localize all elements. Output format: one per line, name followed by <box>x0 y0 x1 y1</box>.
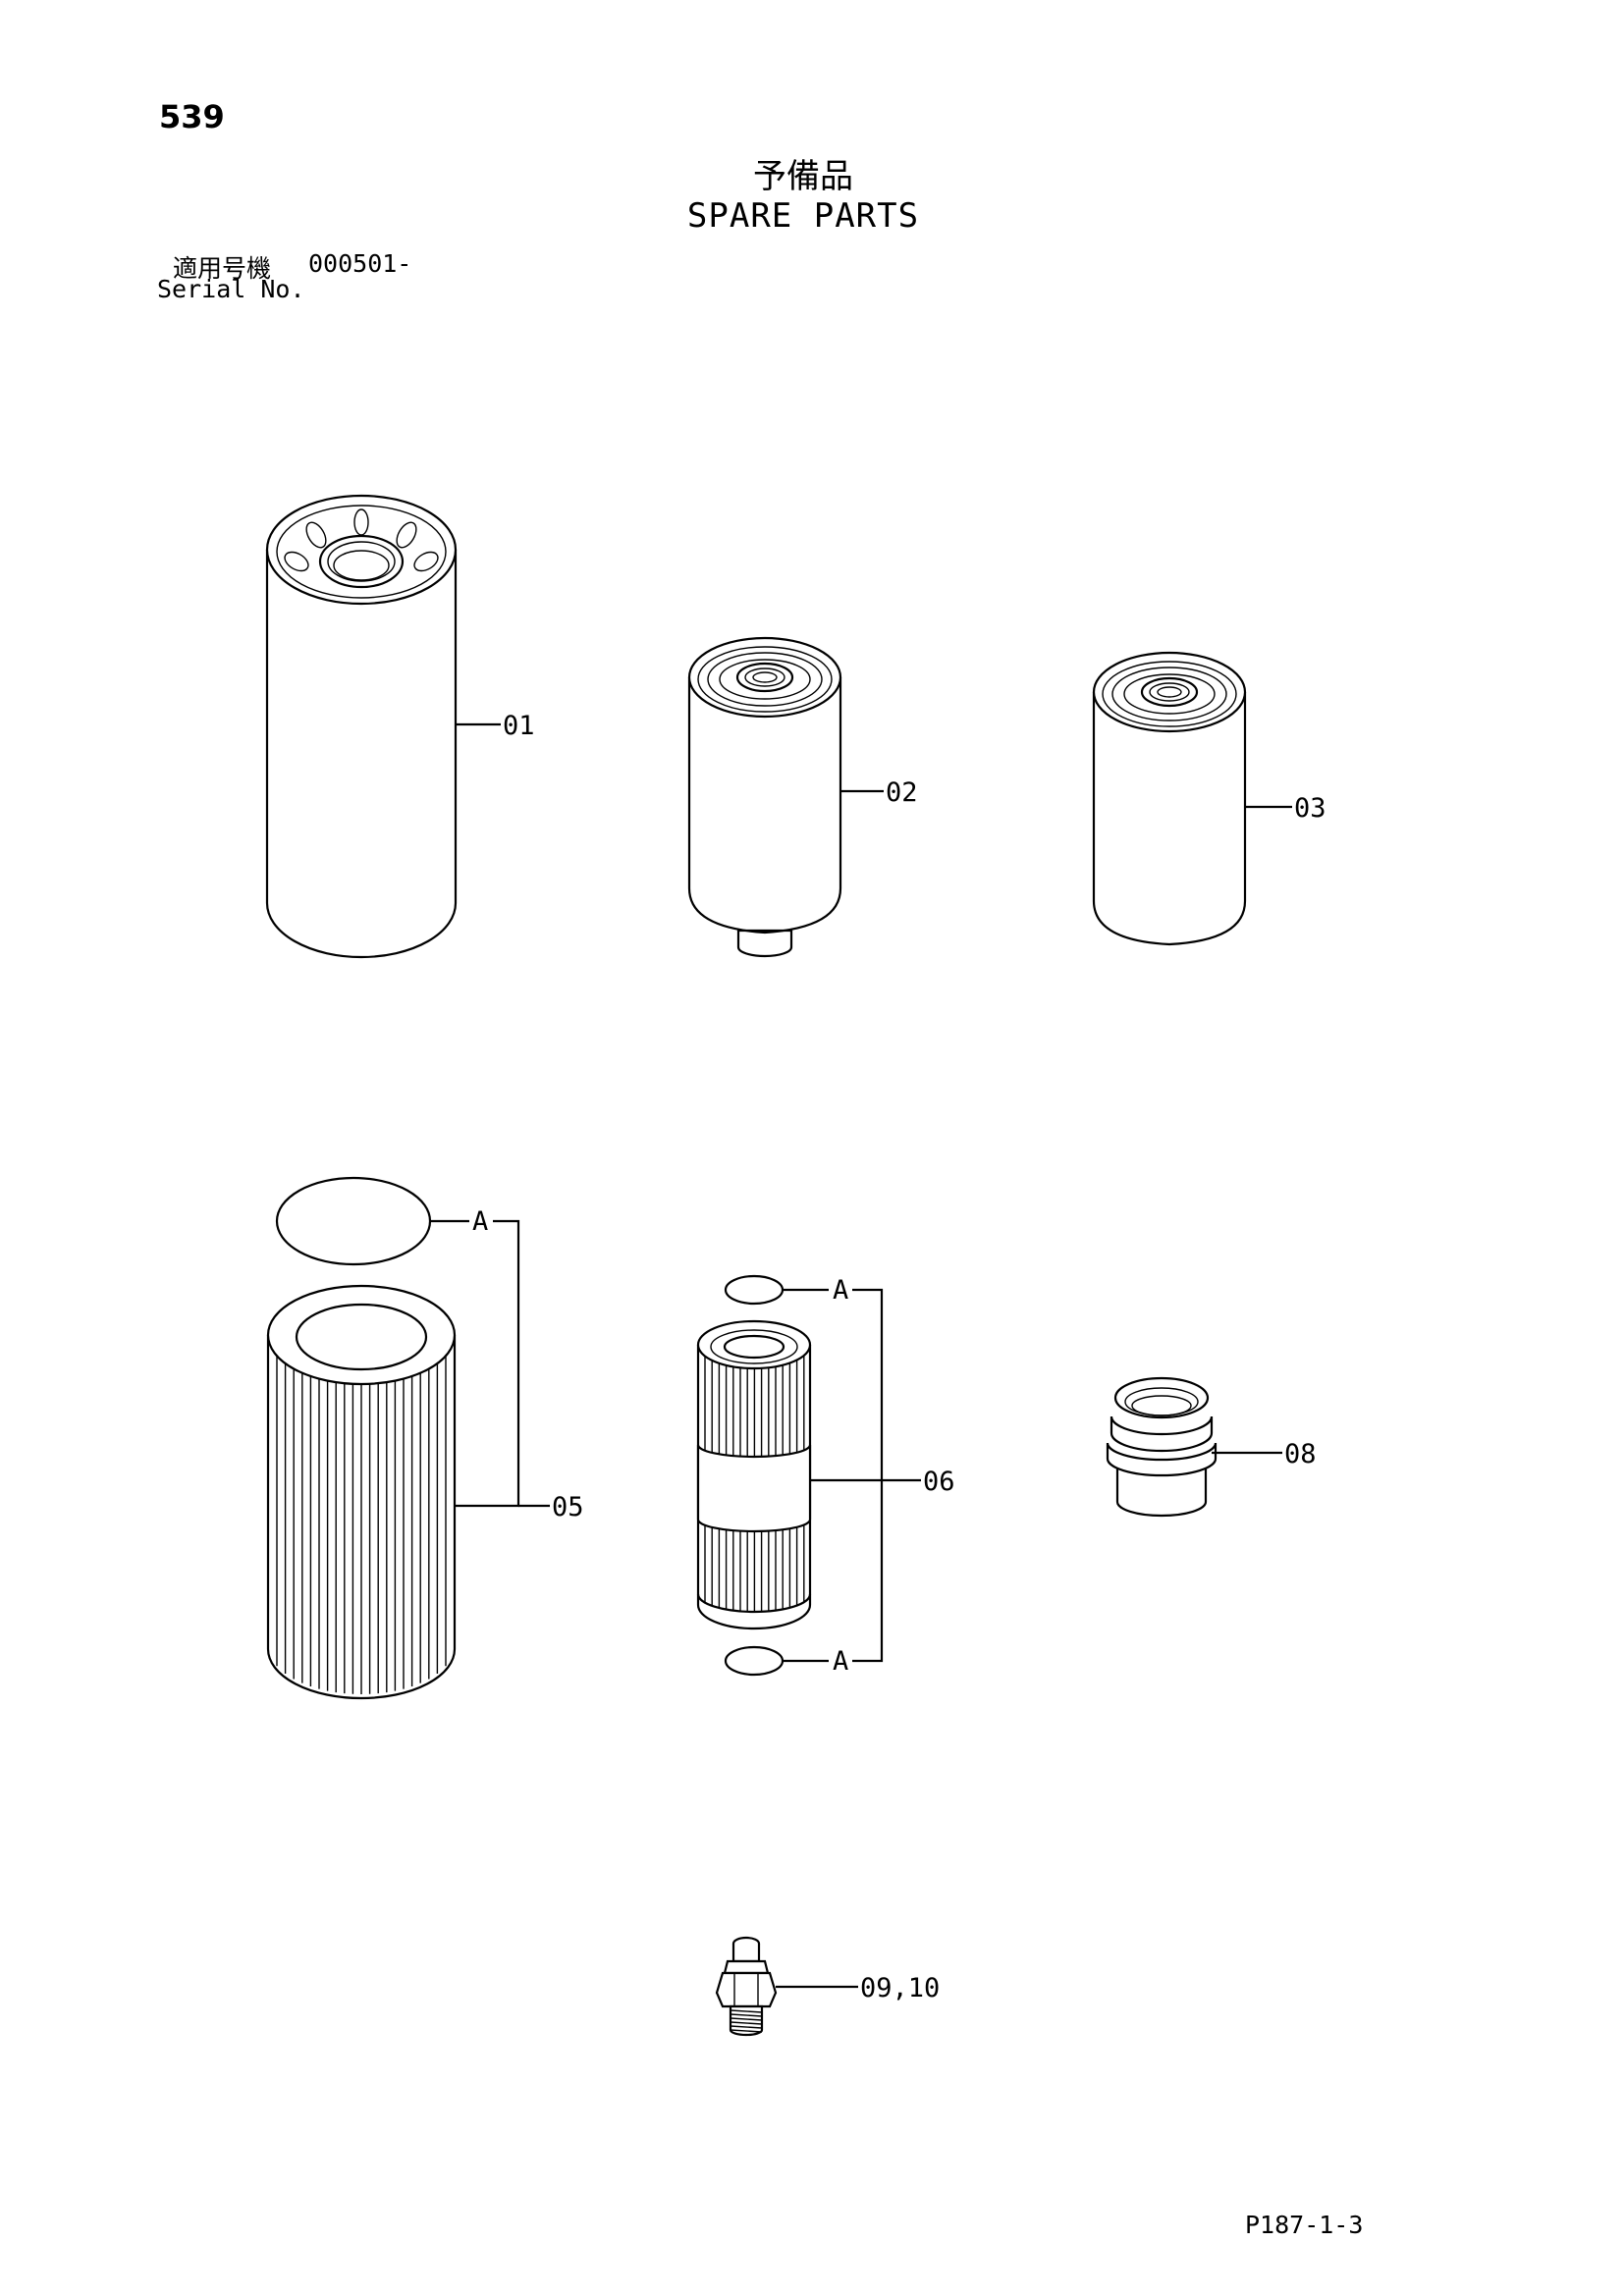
callout-09-10: 09,10 <box>860 1973 940 2003</box>
serial-label-japanese: 適用号機 <box>173 254 272 283</box>
serial-label-english: Serial No. <box>157 275 305 303</box>
part-01-filter-drawing <box>265 494 458 959</box>
part-08-cap-drawing <box>1106 1376 1218 1518</box>
part-06-oring-bottom-drawing <box>724 1645 785 1677</box>
callout-03: 03 <box>1294 793 1326 824</box>
footer-code: P187-1-3 <box>1245 2211 1364 2239</box>
callout-05: 05 <box>552 1492 584 1522</box>
thread-line <box>730 2025 763 2029</box>
part-05-element-drawing <box>266 1284 457 1700</box>
callout-06: 06 <box>923 1467 955 1497</box>
part-06-element-drawing <box>696 1319 812 1630</box>
thread-line <box>730 2009 763 2013</box>
part-03-filter-drawing <box>1092 651 1247 946</box>
callout-02: 02 <box>886 777 918 808</box>
page-title-english: SPARE PARTS <box>686 196 920 236</box>
callout-06-ref-a-top: A <box>833 1275 848 1306</box>
callout-01: 01 <box>503 711 535 741</box>
thread-line <box>730 2021 763 2025</box>
part-09-10-grease-fitting-drawing <box>715 1936 778 2037</box>
thread-line <box>730 2029 763 2033</box>
serial-value: 000501- <box>308 249 412 278</box>
part-06-oring-top-drawing <box>724 1274 785 1306</box>
page-number: 539 <box>159 98 225 135</box>
callout-06-ref-a-bottom: A <box>833 1646 848 1677</box>
page-title-japanese: 予備品 <box>753 157 853 196</box>
callout-05-ref-a: A <box>472 1206 488 1237</box>
thread-line <box>730 2013 763 2017</box>
part-02-filter-drawing <box>687 636 842 958</box>
callout-08: 08 <box>1284 1439 1317 1469</box>
part-05-oring-drawing <box>275 1176 432 1266</box>
thread-line <box>730 2017 763 2021</box>
